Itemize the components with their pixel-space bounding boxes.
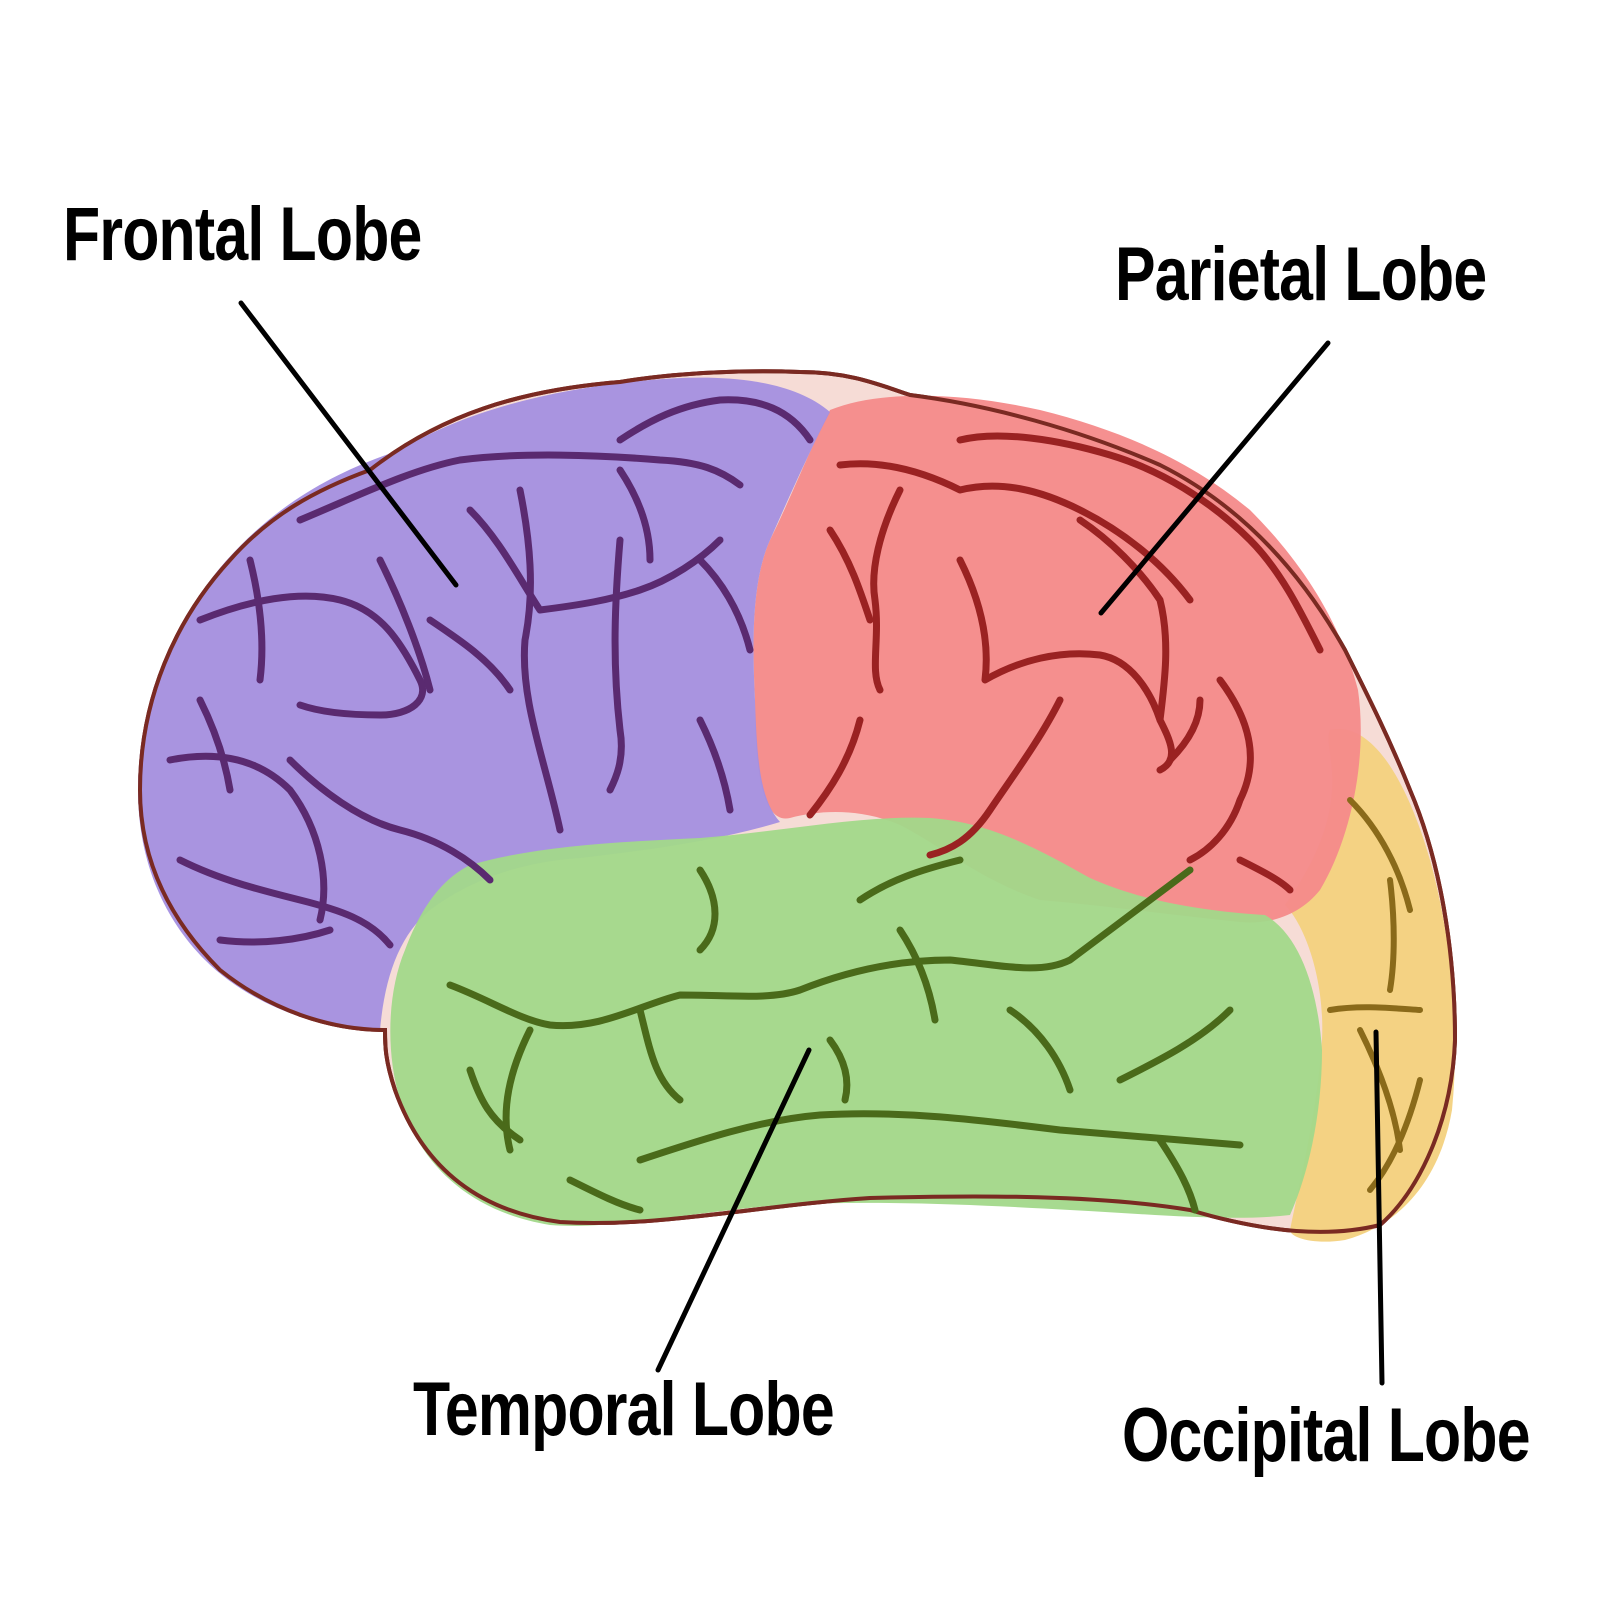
frontal-lobe	[138, 377, 830, 1031]
leader-lines	[238, 300, 1385, 1386]
parietal-lobe	[753, 395, 1361, 923]
occipital-leader-line	[1373, 1029, 1385, 1386]
frontal-lobe-label: Frontal Lobe	[63, 192, 422, 277]
temporal-lobe	[390, 817, 1322, 1226]
parietal-leader-line	[1098, 340, 1331, 616]
brain-outline	[137, 369, 1458, 1234]
frontal-leader-line	[238, 300, 459, 588]
temporal-sulci	[446, 856, 1244, 1214]
temporal-lobe-label: Temporal Lobe	[413, 1367, 835, 1452]
temporal-leader-line	[655, 1047, 812, 1373]
occipital-sulci	[1327, 797, 1423, 1193]
parietal-sulci	[806, 432, 1324, 894]
occipital-lobe-label: Occipital Lobe	[1122, 1393, 1531, 1478]
parietal-lobe-label: Parietal Lobe	[1115, 232, 1487, 317]
